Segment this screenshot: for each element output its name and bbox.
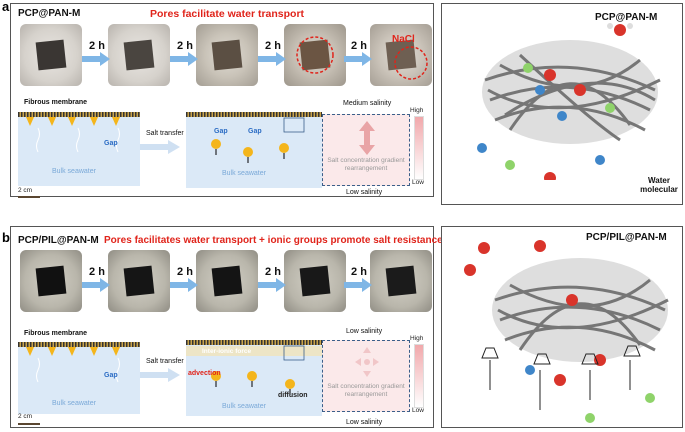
panel-a-right-title: PCP@PAN-M <box>595 12 658 23</box>
time-arrow-b3: 2 h <box>255 266 291 297</box>
membrane-label-b: Fibrous membrane <box>24 330 88 337</box>
bulk-label-b2: Bulk seawater <box>222 403 266 410</box>
bulk-label-a: Bulk seawater <box>52 168 96 175</box>
schematic-a-left <box>18 112 140 186</box>
four-way-arrow-icon <box>355 347 379 377</box>
time-arrow-a4: 2 h <box>341 40 377 71</box>
nacl-highlight-circle <box>394 46 428 80</box>
panel-a-right-box <box>441 3 683 205</box>
bottom-salinity-a: Low salinity <box>346 189 383 196</box>
salinity-scale-b <box>414 344 424 408</box>
time-label: 2 h <box>351 40 367 52</box>
panel-b-label: b <box>2 230 10 245</box>
scalebar-b-label: 2 cm <box>18 413 33 420</box>
photo-a-2h <box>108 24 170 86</box>
transfer-arrow-icon <box>140 368 180 382</box>
gradient-text-b: Salt concentration gradient rearrangemen… <box>327 383 405 398</box>
time-arrow-b1: 2 h <box>79 266 115 297</box>
photo-a-6h <box>284 24 346 86</box>
right-arrow-icon <box>344 52 372 66</box>
water-molecular-label: Water molecular <box>640 176 678 194</box>
diffusion-label: diffusion <box>278 392 308 399</box>
right-arrow-icon <box>258 52 286 66</box>
gradient-text-a: Salt concentration gradient rearrangemen… <box>327 157 405 172</box>
fiber-network-b <box>464 240 669 423</box>
right-arrow-icon <box>344 278 372 292</box>
panel-a-label: a <box>2 0 10 14</box>
photo-b-6h <box>284 250 346 312</box>
photo-b-8h <box>370 250 432 312</box>
top-salinity-a: Medium salinity <box>343 100 392 107</box>
transfer-arrow-icon <box>140 140 180 154</box>
bulk-label-a2: Bulk seawater <box>222 170 266 177</box>
bottom-salinity-b: Low salinity <box>346 419 383 426</box>
time-label: 2 h <box>265 266 281 278</box>
scale-low-b: Low <box>412 407 424 414</box>
photo-a-8h: NaCl <box>370 24 432 86</box>
right-arrow-icon <box>82 278 110 292</box>
time-arrow-a1: 2 h <box>79 40 115 71</box>
scalebar-a-label: 2 cm <box>18 187 33 194</box>
schematic-b-left <box>18 342 140 414</box>
advection-label: advection <box>188 370 221 377</box>
schematic-a-mid <box>186 112 322 188</box>
time-arrow-a3: 2 h <box>255 40 291 71</box>
time-label: 2 h <box>351 266 367 278</box>
time-label: 2 h <box>177 40 193 52</box>
right-arrow-icon <box>82 52 110 66</box>
time-arrow-b4: 2 h <box>341 266 377 297</box>
time-label: 2 h <box>177 266 193 278</box>
gap-label-a2: Gap <box>214 128 228 135</box>
gap-label-a: Gap <box>104 140 118 147</box>
salt-highlight-circle <box>296 36 334 74</box>
up-down-arrow-icon <box>359 121 375 155</box>
right-arrow-icon <box>170 52 198 66</box>
time-arrow-a2: 2 h <box>167 40 203 71</box>
nacl-label: NaCl <box>392 34 415 45</box>
salt-transfer-b: Salt transfer <box>146 358 184 365</box>
panel-b-title: PCP/PIL@PAN-M <box>18 235 99 246</box>
gap-label-a3: Gap <box>248 128 262 135</box>
photo-a-0h <box>20 24 82 86</box>
bulk-label-b: Bulk seawater <box>52 400 96 407</box>
time-label: 2 h <box>89 266 105 278</box>
schematic-b-mid <box>186 340 322 416</box>
time-arrow-b2: 2 h <box>167 266 203 297</box>
right-arrow-icon <box>170 278 198 292</box>
photo-b-4h <box>196 250 258 312</box>
panel-a-title: PCP@PAN-M <box>18 8 81 19</box>
salinity-scale-a <box>414 116 424 180</box>
photo-a-4h <box>196 24 258 86</box>
interionic-force-label: Inter-ionic force <box>202 348 252 355</box>
panel-a-headline: Pores facilitate water transport <box>150 8 305 20</box>
fiber-network-a <box>477 23 661 180</box>
scale-high-b: High <box>410 335 424 342</box>
panel-b-right-title: PCP/PIL@PAN-M <box>586 232 667 243</box>
salt-transfer-a: Salt transfer <box>146 130 184 137</box>
gradient-box-b <box>322 340 410 412</box>
scale-low-a: Low <box>412 179 424 186</box>
time-label: 2 h <box>89 40 105 52</box>
photo-b-0h <box>20 250 82 312</box>
scale-high-a: High <box>410 107 424 114</box>
panel-b-headline: Pores facilitates water transport + ioni… <box>104 235 443 246</box>
right-arrow-icon <box>258 278 286 292</box>
top-salinity-b: Low salinity <box>346 328 383 335</box>
time-label: 2 h <box>265 40 281 52</box>
gradient-box-a <box>322 114 410 186</box>
scalebar-a <box>18 196 40 198</box>
gap-label-b: Gap <box>104 372 118 379</box>
scalebar-b <box>18 423 40 425</box>
photo-b-2h <box>108 250 170 312</box>
membrane-label-a: Fibrous membrane <box>24 99 88 106</box>
